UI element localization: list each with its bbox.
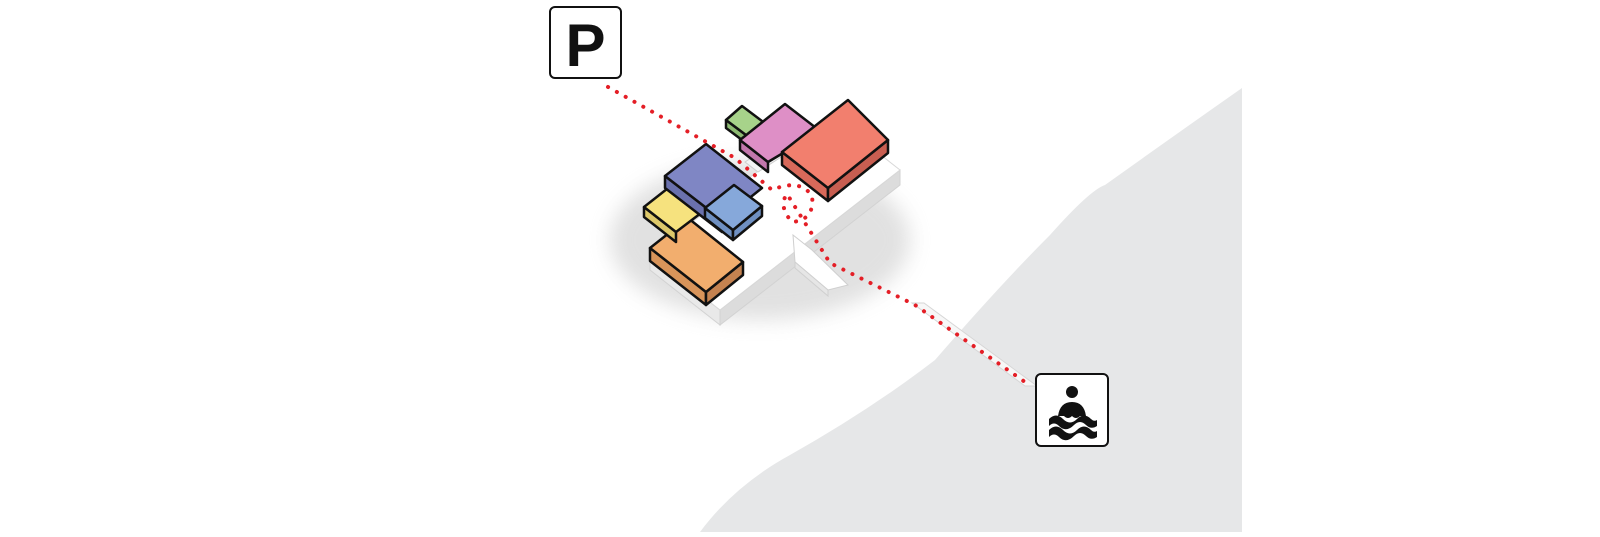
parking-icon: P	[565, 12, 605, 79]
parking-sign[interactable]: P	[549, 6, 622, 79]
volume-yellow	[642, 183, 707, 244]
volume-blue-light	[703, 183, 764, 242]
volume-red	[780, 98, 890, 203]
swimming-sign[interactable]	[1035, 373, 1109, 447]
parking-sign-frame	[549, 6, 622, 79]
swimming-icon	[1049, 386, 1097, 441]
ramp	[792, 233, 849, 291]
building-volumes	[642, 98, 890, 307]
route-dotted-path	[606, 85, 1027, 384]
